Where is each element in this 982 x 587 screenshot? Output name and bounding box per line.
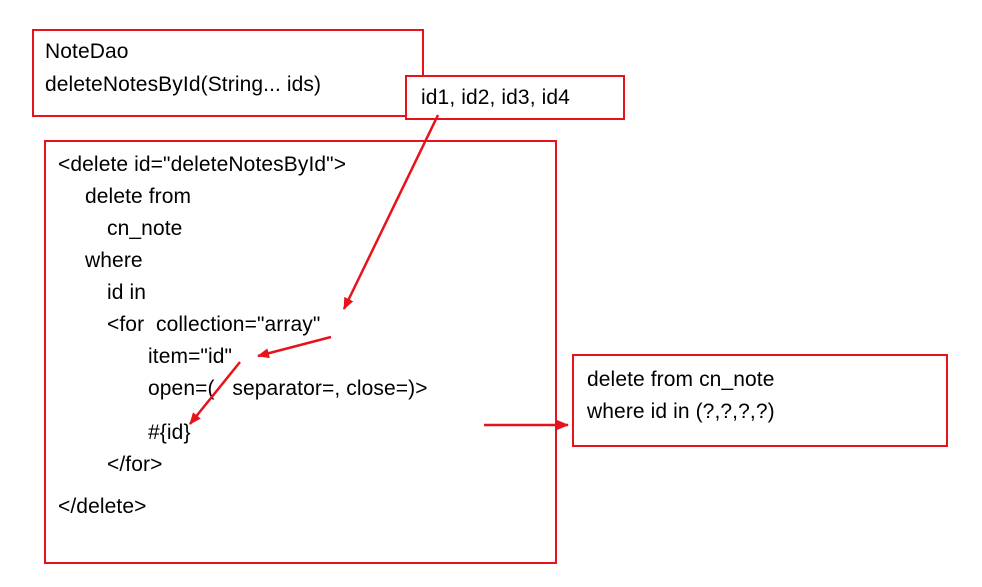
sql-result-box: delete from cn_note where id in (?,?,?,?… [572, 354, 948, 447]
xml-mapping-box: <delete id="deleteNotesById"> delete fro… [44, 140, 557, 564]
sql-line-1: delete from cn_note [587, 368, 775, 391]
xml-line-item: item="id" [148, 345, 233, 368]
xml-line-for-collection: <for collection="array" [107, 313, 321, 336]
ids-values: id1, id2, id3, id4 [421, 86, 570, 109]
notedao-box: NoteDao deleteNotesById(String... ids) [32, 29, 424, 117]
xml-line-open-separator-close: open=( separator=, close=)> [148, 377, 428, 400]
xml-line-where: where [85, 249, 143, 272]
sql-line-2: where id in (?,?,?,?) [587, 400, 775, 423]
xml-line-table-name: cn_note [107, 217, 183, 240]
dao-method-signature: deleteNotesById(String... ids) [45, 73, 322, 96]
xml-line-id-in: id in [107, 281, 147, 304]
xml-line-delete-close: </delete> [58, 495, 147, 518]
xml-line-delete-open: <delete id="deleteNotesById"> [58, 153, 347, 176]
dao-class-name: NoteDao [45, 40, 129, 63]
ids-box: id1, id2, id3, id4 [405, 75, 625, 120]
xml-line-placeholder: #{id} [148, 421, 191, 444]
xml-line-delete-from: delete from [85, 185, 192, 208]
xml-line-for-close: </for> [107, 453, 163, 476]
